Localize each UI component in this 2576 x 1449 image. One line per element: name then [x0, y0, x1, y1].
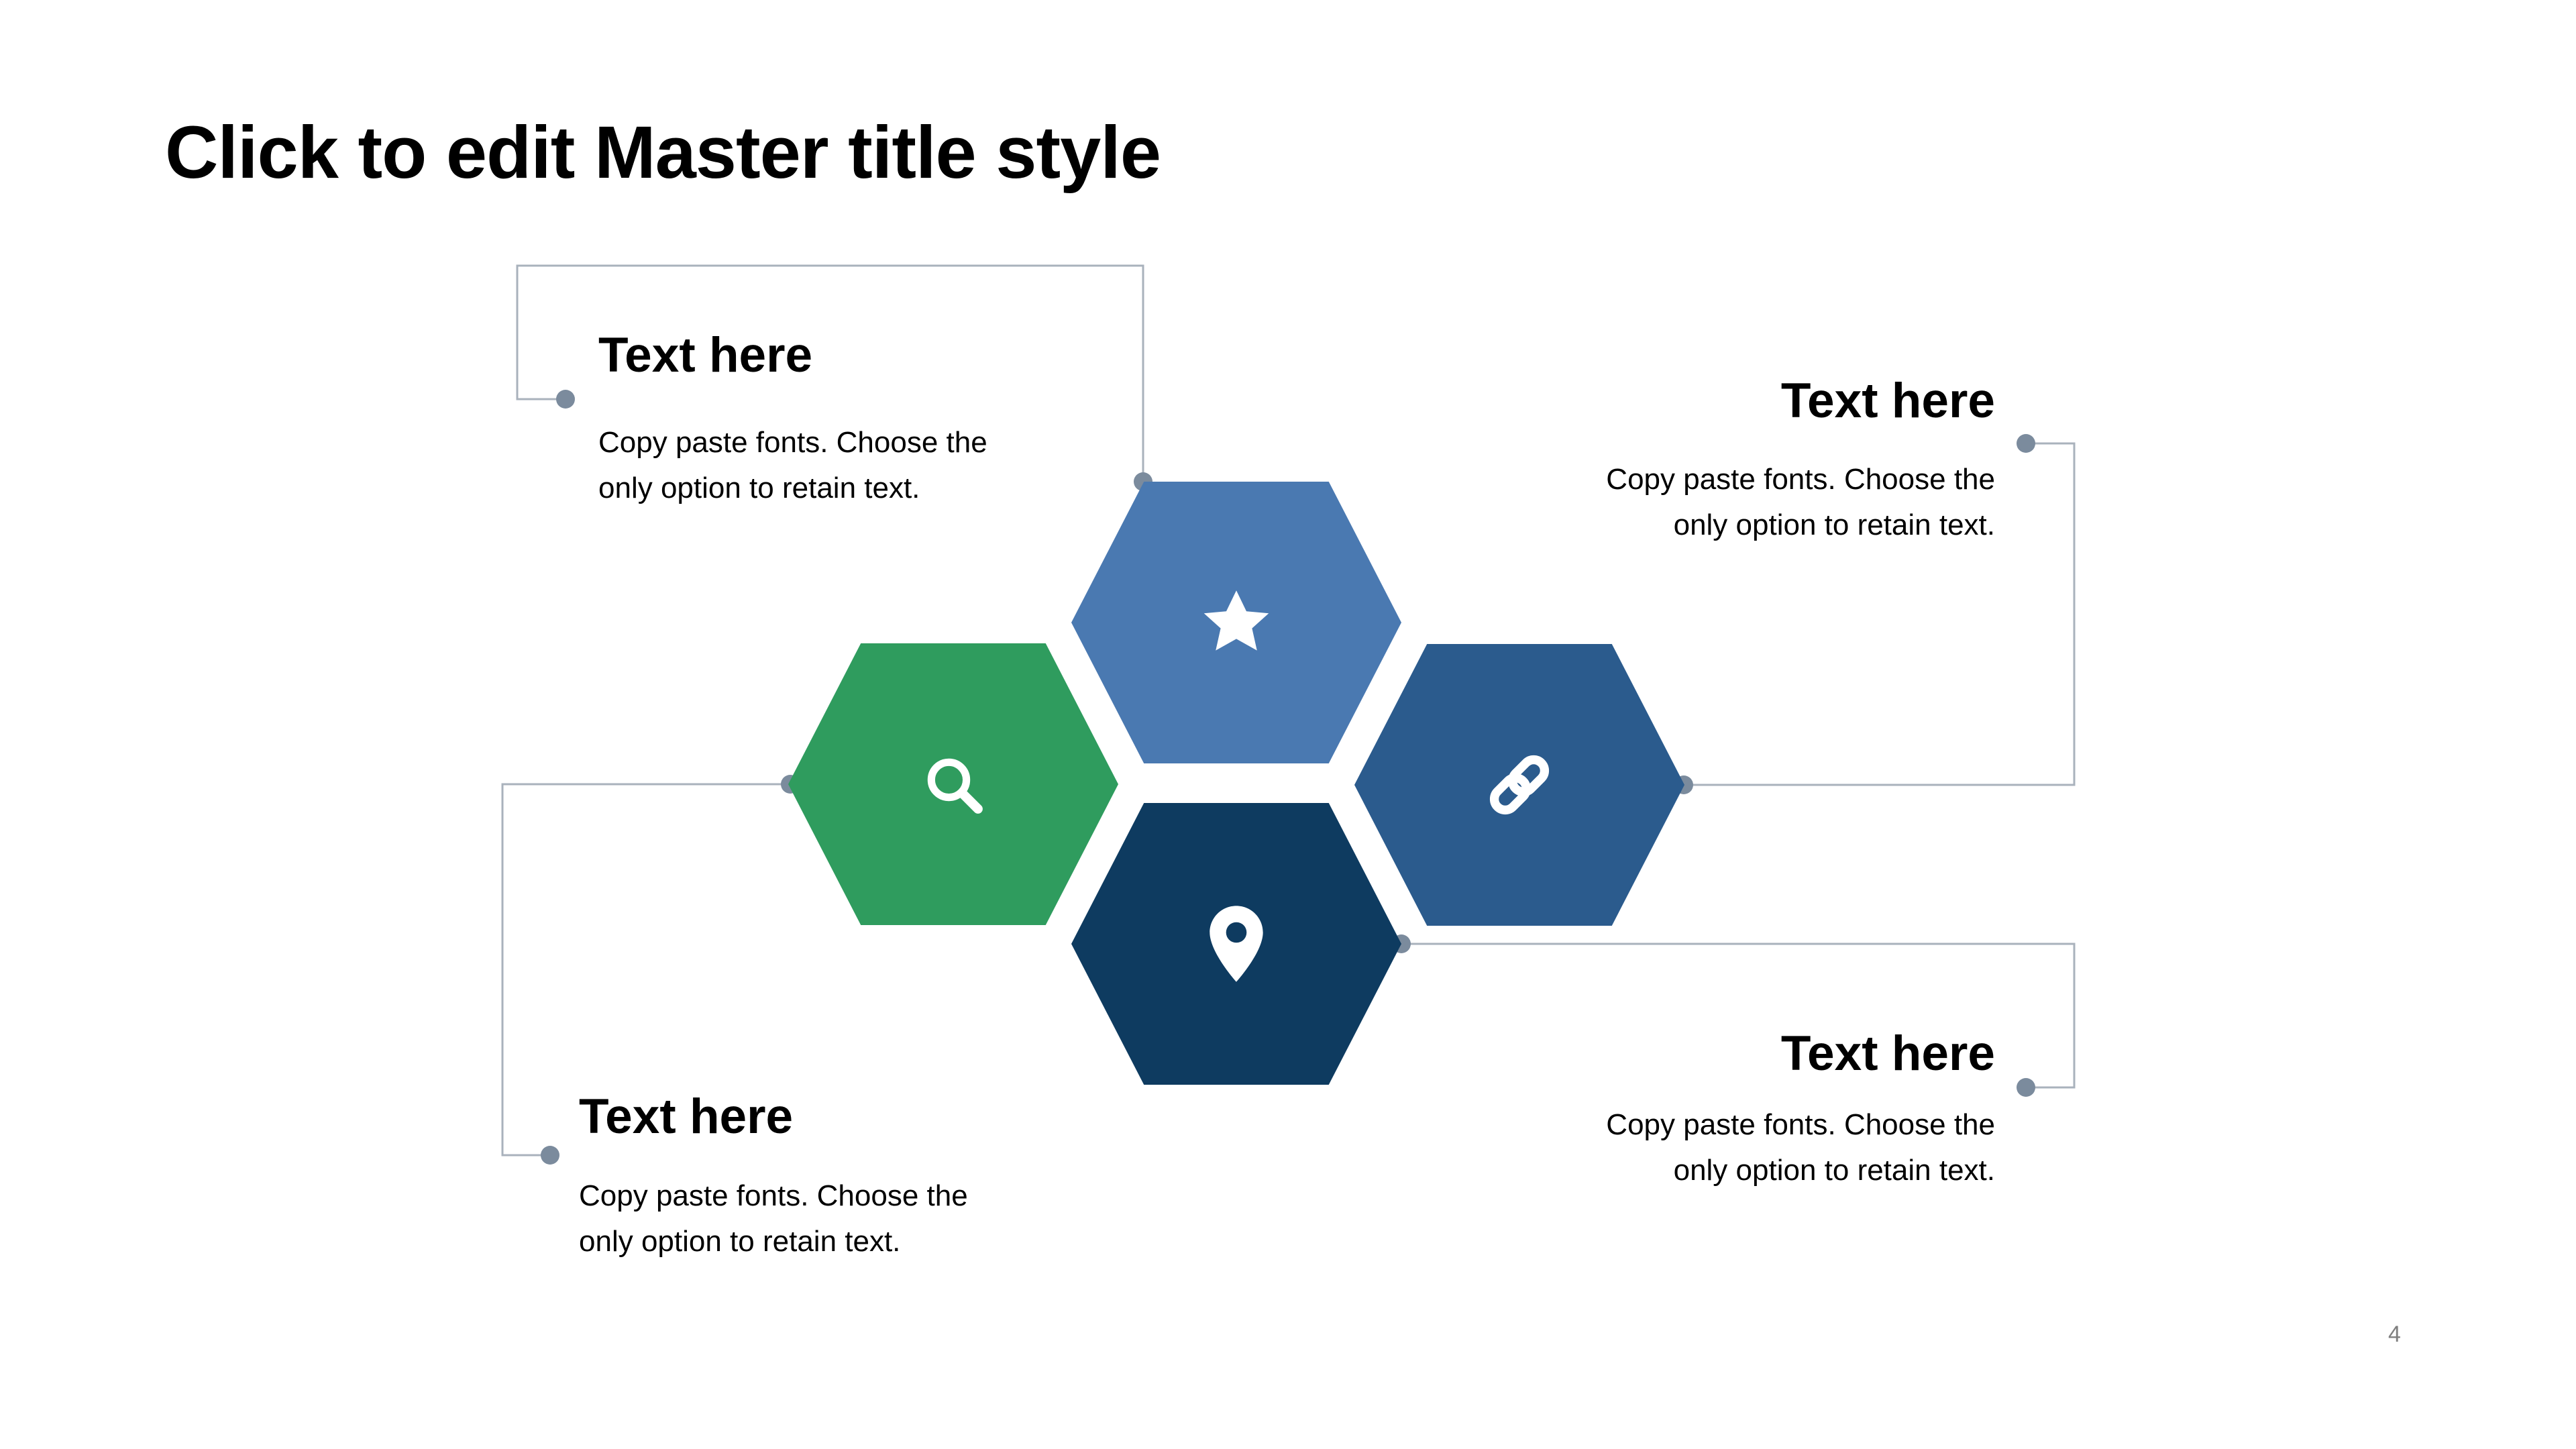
connector-top-right — [1684, 442, 2076, 786]
callout-body-top-right[interactable]: Copy paste fonts. Choose the only option… — [1606, 457, 1995, 548]
callout-body-line: only option to retain text. — [579, 1225, 901, 1258]
callout-heading-bottom-right[interactable]: Text here — [1780, 1026, 1995, 1081]
callout-heading-top-right[interactable]: Text here — [1780, 374, 1995, 428]
hexagon-link[interactable] — [1354, 644, 1684, 926]
connector-bottom-right — [1401, 943, 2076, 1089]
callout-body-line: Copy paste fonts. Choose the — [1606, 1108, 1995, 1141]
callout-body-line: only option to retain text. — [1673, 1154, 1995, 1187]
link-icon — [1489, 755, 1550, 815]
callout-body-bottom-right[interactable]: Copy paste fonts. Choose the only option… — [1606, 1102, 1995, 1193]
callout-heading-bottom-left[interactable]: Text here — [579, 1089, 794, 1144]
page-number: 4 — [2388, 1322, 2401, 1347]
search-icon — [927, 758, 983, 814]
hexagon-search[interactable] — [788, 643, 1118, 925]
callout-body-line: only option to retain text. — [598, 472, 920, 504]
callout-heading-top-left[interactable]: Text here — [598, 328, 813, 382]
star-icon — [1203, 590, 1269, 651]
callout-body-top-left[interactable]: Copy paste fonts. Choose the only option… — [598, 420, 987, 511]
dot-callout-bottom-right — [2017, 1078, 2035, 1097]
callout-body-bottom-left[interactable]: Copy paste fonts. Choose the only option… — [579, 1173, 968, 1265]
hexagon-star[interactable] — [1071, 482, 1401, 763]
hexagon-location[interactable] — [1071, 803, 1401, 1085]
location-pin-icon — [1210, 906, 1263, 982]
callout-body-line: only option to retain text. — [1673, 508, 1995, 541]
callout-body-line: Copy paste fonts. Choose the — [1606, 463, 1995, 496]
connector-top-left — [516, 264, 1144, 482]
dot-callout-bottom-left — [541, 1146, 559, 1165]
dot-callout-top-right — [2017, 434, 2035, 453]
callout-body-line: Copy paste fonts. Choose the — [579, 1179, 968, 1212]
connector-bottom-left — [501, 783, 790, 1157]
callout-body-line: Copy paste fonts. Choose the — [598, 426, 987, 459]
slide-title[interactable]: Click to edit Master title style — [165, 111, 1161, 194]
dot-callout-top-left — [556, 390, 575, 409]
